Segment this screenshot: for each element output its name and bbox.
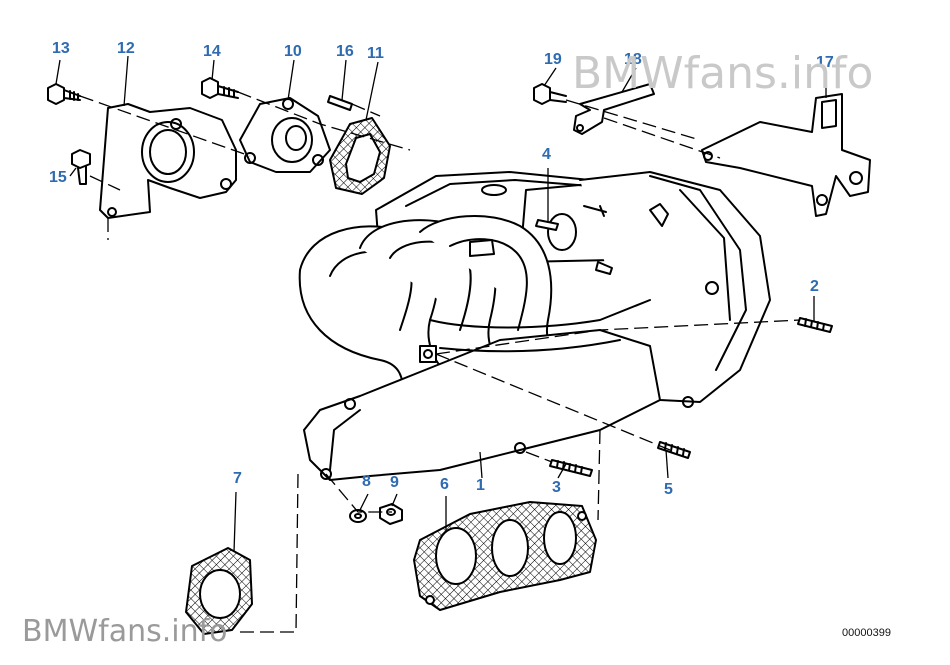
flange-part-10 — [239, 97, 331, 173]
callout-9[interactable]: 9 — [390, 474, 399, 491]
callout-leaders — [55, 55, 827, 553]
callout-16[interactable]: 16 — [336, 43, 354, 60]
bolt-part-13 — [47, 83, 81, 105]
callout-11[interactable]: 11 — [367, 45, 384, 62]
watermark-top: BMWfans.info — [572, 48, 874, 99]
stud-part-2 — [797, 317, 833, 333]
callout-12[interactable]: 12 — [117, 40, 135, 57]
bolt-part-19 — [533, 83, 567, 105]
washer-part-8 — [349, 509, 367, 523]
callout-8[interactable]: 8 — [362, 473, 371, 490]
assembly-leader-lines — [79, 91, 801, 633]
callout-18[interactable]: 18 — [624, 51, 642, 68]
bracket-part-12 — [99, 103, 237, 219]
callout-13[interactable]: 13 — [52, 40, 70, 57]
callout-19[interactable]: 19 — [544, 51, 562, 68]
bolt-part-14 — [201, 77, 239, 99]
callout-7[interactable]: 7 — [233, 470, 242, 487]
diagram-id: 00000399 — [842, 627, 891, 639]
callout-4[interactable]: 4 — [542, 146, 551, 163]
callout-15[interactable]: 15 — [49, 169, 67, 186]
stud-part-3 — [549, 459, 593, 477]
nut-part-9 — [379, 503, 403, 525]
callout-14[interactable]: 14 — [203, 43, 221, 60]
watermark-bottom: BMWfans.info — [22, 614, 228, 649]
gasket-part-7 — [185, 547, 253, 635]
callout-3[interactable]: 3 — [552, 479, 561, 496]
bracket-part-17 — [701, 93, 871, 217]
callout-5[interactable]: 5 — [664, 481, 673, 498]
screw-part-15 — [71, 149, 91, 185]
callout-1[interactable]: 1 — [476, 477, 485, 494]
stud-part-4 — [535, 219, 559, 231]
stud-part-5 — [657, 441, 691, 459]
bracket-part-18 — [573, 83, 655, 135]
gasket-part-6 — [413, 501, 597, 611]
gasket-part-11 — [329, 117, 391, 195]
callout-17[interactable]: 17 — [816, 54, 834, 71]
pin-part-16 — [327, 95, 353, 111]
manifold-body-part-1 — [298, 171, 771, 481]
callout-2[interactable]: 2 — [810, 278, 819, 295]
callout-6[interactable]: 6 — [440, 476, 449, 493]
callout-10[interactable]: 10 — [284, 43, 302, 60]
